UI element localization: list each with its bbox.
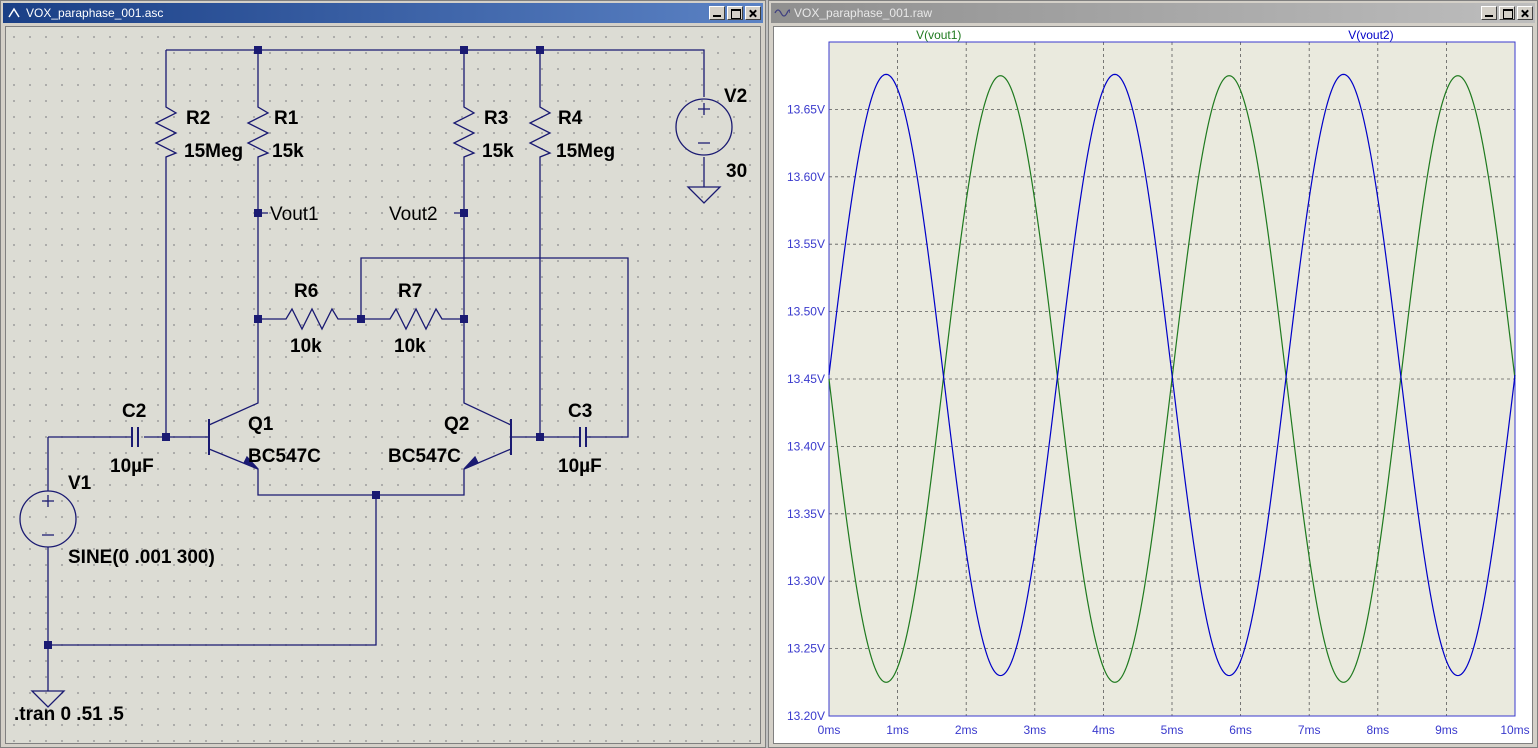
y-tick-label: 13.60V [787,170,825,184]
schematic-window[interactable]: VOX_paraphase_001.asc [0,0,766,748]
r7-value: 10k [394,336,426,357]
y-tick-label: 13.45V [787,372,825,386]
schematic-doc-icon [8,7,20,18]
x-tick-label: 8ms [1366,723,1389,737]
transistor-q1[interactable] [208,392,259,475]
ground-symbol-main [30,690,66,708]
v1-value: SINE(0 .001 300) [68,547,215,568]
r4-name: R4 [558,108,583,129]
r6-name: R6 [294,281,318,302]
r1-value: 15k [272,141,304,162]
resistor-r4[interactable] [528,97,552,162]
net-label-vout2: Vout2 [389,204,438,225]
x-tick-label: 1ms [886,723,909,737]
voltage-source-v2[interactable] [675,98,733,156]
c3-value: 10µF [558,456,602,477]
voltage-source-v1[interactable] [19,490,77,548]
v2-value: 30 [726,161,747,182]
resistor-r7[interactable] [380,307,446,331]
q1-name: Q1 [248,414,274,435]
c2-name: C2 [122,401,146,422]
net-label-vout1: Vout1 [270,204,319,225]
minimize-button[interactable] [709,6,725,20]
close-button[interactable] [745,6,761,20]
legend-vout1[interactable]: V(vout1) [916,28,961,42]
waveform-plot: 13.20V 13.25V 13.30V 13.35V 13.40V 13.45V 13.5… [787,28,1530,737]
c3-name: C3 [568,401,592,422]
traces [828,73,1516,683]
x-tick-label: 4ms [1092,723,1115,737]
r4-value: 15Meg [556,141,615,162]
waveform-titlebar[interactable]: VOX_paraphase_001.raw [771,3,1535,23]
y-tick-label: 13.40V [787,439,825,453]
x-tick-label: 3ms [1023,723,1046,737]
maximize-button[interactable] [1499,6,1515,20]
schematic-titlebar[interactable]: VOX_paraphase_001.asc [3,3,763,23]
x-tick-label: 10ms [1500,723,1529,737]
y-tick-label: 13.35V [787,507,825,521]
r2-value: 15Meg [184,141,243,162]
r1-name: R1 [274,108,299,129]
capacitor-c2[interactable] [131,427,139,447]
y-tick-label: 13.55V [787,237,825,251]
waveform-window-title: VOX_paraphase_001.raw [794,6,933,20]
x-tick-label: 6ms [1229,723,1252,737]
r3-name: R3 [484,108,508,129]
ground-symbol-v2 [686,186,722,204]
x-axis-ticks: 0ms 1ms 2ms 3ms 4ms 5ms 6ms 7ms 8ms 9ms 10ms [818,723,1530,737]
maximize-button[interactable] [727,6,743,20]
y-tick-label: 13.65V [787,102,825,116]
waveform-plot-area[interactable]: 13.20V 13.25V 13.30V 13.35V 13.40V 13.45V 13.5… [773,26,1533,744]
x-tick-label: 2ms [955,723,978,737]
y-tick-label: 13.20V [787,709,825,723]
y-tick-label: 13.25V [787,642,825,656]
transistor-q2[interactable] [463,392,540,475]
close-button[interactable] [1517,6,1533,20]
r2-name: R2 [186,108,210,129]
q2-value: BC547C [388,446,461,467]
waveform-window[interactable]: VOX_paraphase_001.raw 13.20V 13.25V 13.30V… [768,0,1538,748]
x-tick-label: 7ms [1298,723,1321,737]
y-tick-label: 13.50V [787,305,825,319]
capacitor-c3[interactable] [579,427,590,447]
c2-value: 10µF [110,456,154,477]
y-axis-ticks: 13.20V 13.25V 13.30V 13.35V 13.40V 13.45V 13.5… [787,102,825,723]
resistor-r6[interactable] [276,307,342,331]
legend-vout2[interactable]: V(vout2) [1348,28,1393,42]
r7-name: R7 [398,281,422,302]
v1-name: V1 [68,473,92,494]
schematic-canvas[interactable]: R2 15Meg R1 15k R3 15k R4 15Meg V2 30 R6… [5,26,761,744]
y-tick-label: 13.30V [787,574,825,588]
schematic-window-title: VOX_paraphase_001.asc [26,6,164,20]
x-tick-label: 5ms [1161,723,1184,737]
x-tick-label: 9ms [1435,723,1458,737]
waveform-doc-icon [774,9,790,17]
trace-vout2[interactable] [828,73,1516,677]
x-tick-label: 0ms [818,723,841,737]
resistor-r2[interactable] [154,97,178,162]
v2-name: V2 [724,86,747,107]
tran-directive[interactable]: .tran 0 .51 .5 [14,704,124,725]
q2-name: Q2 [444,414,469,435]
r3-value: 15k [482,141,514,162]
q1-value: BC547C [248,446,321,467]
resistor-r1[interactable] [246,97,270,162]
schematic-drawing: R2 15Meg R1 15k R3 15k R4 15Meg V2 30 R6… [14,46,747,725]
r6-value: 10k [290,336,322,357]
trace-legend[interactable]: V(vout1) V(vout2) [916,28,1394,42]
minimize-button[interactable] [1481,6,1497,20]
resistor-r3[interactable] [452,97,476,162]
